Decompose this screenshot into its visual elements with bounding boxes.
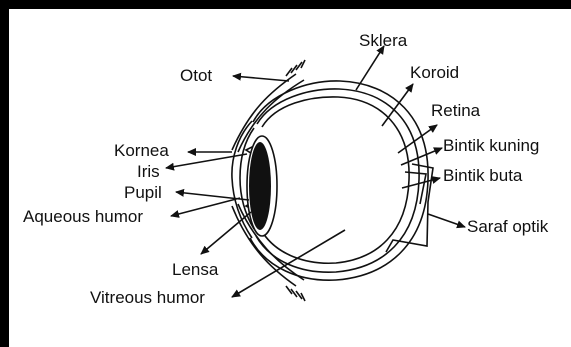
- label-koroid: Koroid: [410, 63, 459, 82]
- label-vitreous-humor: Vitreous humor: [90, 288, 205, 307]
- label-otot: Otot: [180, 66, 212, 85]
- arrow-lensa: [201, 212, 251, 254]
- arrow-retina: [398, 125, 437, 153]
- label-iris: Iris: [137, 162, 160, 181]
- arrow-koroid: [382, 84, 413, 126]
- arrow-sklera: [356, 46, 384, 90]
- arrow-bintik-buta: [402, 178, 440, 188]
- arrow-saraf-optik: [428, 214, 465, 227]
- label-aqueous-humor: Aqueous humor: [23, 207, 143, 226]
- lens-core: [249, 142, 271, 230]
- label-lensa: Lensa: [172, 260, 219, 279]
- label-pupil: Pupil: [124, 183, 162, 202]
- arrow-otot: [233, 76, 289, 81]
- arrow-iris: [166, 154, 247, 168]
- label-sklera: Sklera: [359, 31, 408, 50]
- frame-top-border: [0, 0, 571, 9]
- label-bintik-buta: Bintik buta: [443, 166, 523, 185]
- frame-left-border: [0, 0, 9, 347]
- label-saraf-optik: Saraf optik: [467, 217, 549, 236]
- arrow-aqueous-humor: [171, 198, 240, 216]
- label-bintik-kuning: Bintik kuning: [443, 136, 539, 155]
- retina-layer: [262, 97, 409, 263]
- choroid-layer: [256, 89, 419, 272]
- lower-muscle-hatch: [286, 286, 305, 301]
- label-retina: Retina: [431, 101, 481, 120]
- label-kornea: Kornea: [114, 141, 169, 160]
